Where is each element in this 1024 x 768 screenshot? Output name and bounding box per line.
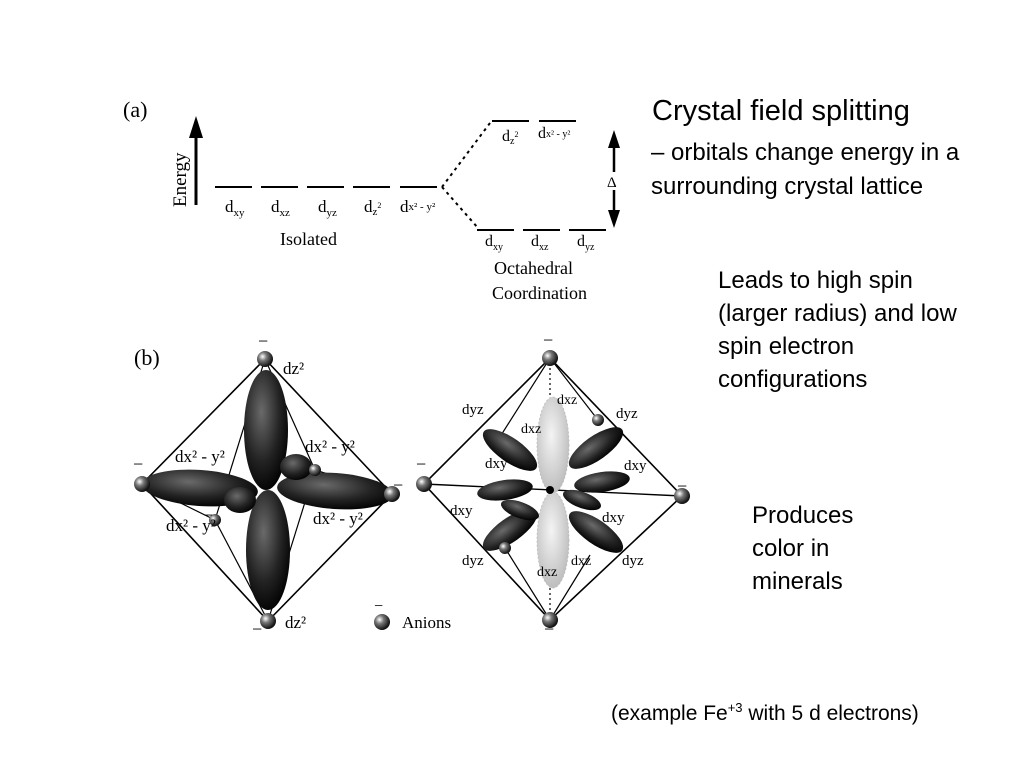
dxz-lobe-light (537, 397, 569, 493)
metal-center (546, 486, 554, 494)
anion-ball (592, 414, 604, 426)
panel-a: (a) Energy dxy dxz dyz dz2 dx² - y² Isol… (123, 97, 622, 303)
upper-levels: dz2 dx² - y² (492, 121, 576, 147)
orbital-label: dyz (622, 553, 644, 569)
anion-charge: − (133, 454, 143, 474)
anion-charge: − (258, 331, 268, 351)
isolated-level-label: dx² - y² (400, 197, 436, 216)
isolated-level-label: dxz (271, 197, 290, 219)
delta-arrow: Δ (606, 130, 622, 228)
example-suffix: with 5 d electrons) (743, 702, 919, 725)
isolated-level-label: dyz (318, 197, 337, 219)
anion-legend-icon (374, 614, 390, 630)
left-octahedron: − − − − − dz² dz² dx² - y² dx² - y² dx² … (133, 331, 403, 639)
orbital-label: dx² - y² (313, 509, 363, 528)
upper-level-label: dz2 (502, 128, 518, 147)
dyz-lobe (563, 420, 629, 476)
orbital-label: dxy (485, 456, 508, 472)
lower-level-label: dxy (485, 233, 503, 253)
anion-ball (309, 464, 321, 476)
anion-legend: − Anions (374, 598, 451, 632)
orbital-label: dyz (616, 406, 638, 422)
slide-subtitle: – orbitals change energy in a surroundin… (651, 136, 981, 204)
anion-ball (416, 476, 432, 492)
anion-charge: − (543, 330, 553, 350)
anion-ball (134, 476, 150, 492)
splitting-line-down (442, 187, 478, 228)
anion-charge: − (252, 619, 262, 639)
orbital-label: dxz (571, 554, 591, 569)
isolated-caption: Isolated (280, 229, 337, 249)
lower-level-label: dxz (531, 233, 549, 253)
anion-ball (257, 351, 273, 367)
panel-b-label: (b) (134, 345, 160, 370)
orbital-label: dyz (462, 553, 484, 569)
energy-arrow-head (189, 116, 203, 138)
anion-ball (260, 613, 276, 629)
example-charge: +3 (728, 700, 743, 715)
lower-level-label: dyz (577, 233, 595, 253)
orbital-label: dz² (283, 359, 304, 378)
orbital-label: dxy (624, 458, 647, 474)
orbital-label: dx² - y² (166, 516, 216, 535)
orbital-label: dxy (450, 503, 473, 519)
dxy-lobe (476, 476, 534, 504)
spin-note: Leads to high spin (larger radius) and l… (718, 264, 978, 396)
right-octahedron: − − − − dyz dyz dyz dyz dxz dxz dxz dxz … (416, 330, 690, 639)
anion-legend-label: Anions (402, 613, 451, 632)
panel-a-label: (a) (123, 97, 147, 122)
orbital-label: dxz (537, 565, 557, 580)
octahedral-caption: Octahedral (494, 258, 573, 278)
dx2y2-lobe-back (280, 454, 312, 480)
orbital-label: dyz (462, 402, 484, 418)
panel-b: (b) − (133, 330, 690, 639)
anion-charge: − (677, 476, 687, 496)
dx2y2-lobe-front (224, 487, 256, 513)
example-prefix: (example Fe (611, 702, 728, 725)
delta-symbol: Δ (607, 175, 617, 191)
energy-axis-label: Energy (170, 152, 191, 207)
anion-ball (499, 542, 511, 554)
orbital-label: dxy (602, 510, 625, 526)
anion-ball (542, 350, 558, 366)
example-note: (example Fe+3 with 5 d electrons) (611, 700, 919, 726)
anion-charge: − (544, 619, 554, 639)
isolated-level-label: dz2 (364, 197, 381, 218)
lower-levels: dxy dxz dyz Octahedral Coordination (477, 230, 606, 303)
splitting-line-up (442, 123, 490, 187)
orbital-label: dz² (285, 613, 306, 632)
orbital-label: dx² - y² (305, 437, 355, 456)
orbital-label: dxz (521, 422, 541, 437)
anion-legend-charge: − (374, 598, 383, 615)
color-note: Produces color in minerals (752, 499, 902, 598)
delta-arrow-head-up (608, 130, 620, 148)
anion-charge: − (416, 454, 426, 474)
isolated-level-label: dxy (225, 197, 245, 219)
orbital-label: dx² - y² (175, 447, 225, 466)
anion-charge: − (393, 475, 403, 495)
isolated-levels: dxy dxz dyz dz2 dx² - y² Isolated (215, 187, 437, 249)
upper-level-label: dx² - y² (538, 125, 570, 142)
octahedral-caption: Coordination (492, 283, 587, 303)
slide-title: Crystal field splitting (652, 95, 910, 128)
orbital-label: dxz (557, 393, 577, 408)
delta-arrow-head-down (608, 210, 620, 228)
